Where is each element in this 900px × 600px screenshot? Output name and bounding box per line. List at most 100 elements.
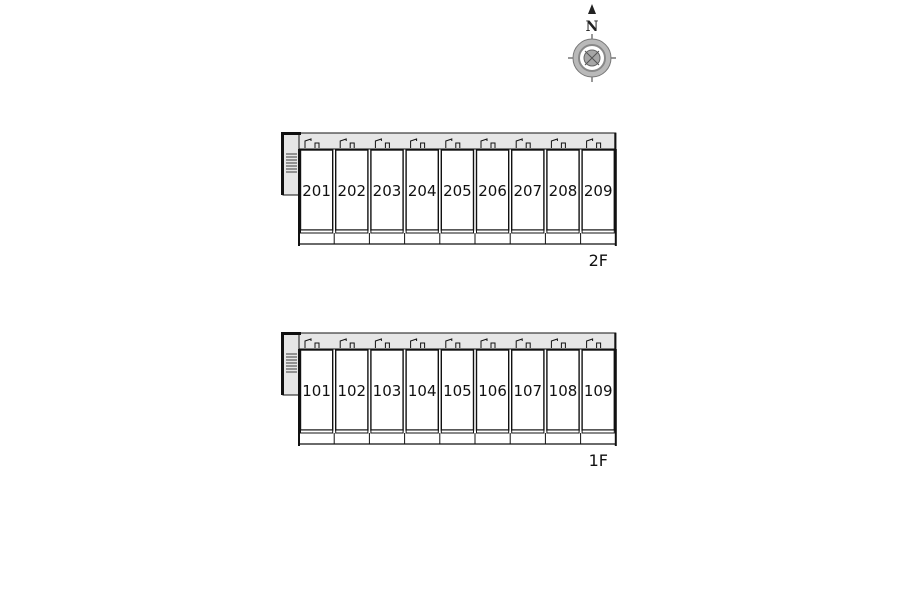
balcony-slab [300,429,334,434]
balcony-slab [440,429,474,434]
door-swing-icon [480,138,488,148]
meter-box-icon [420,142,426,148]
room-unit: 203 [368,138,404,244]
meter-box-icon [314,342,320,348]
balcony-slab [476,229,510,234]
room-number: 102 [337,382,366,400]
meter-box-icon [349,142,355,148]
room-box [335,349,369,431]
room-box [299,149,334,231]
meter-box-icon [525,342,531,348]
room-number: 205 [443,182,472,200]
door-swing-icon [586,338,594,348]
meter-box-icon [490,142,496,148]
door-swing-icon [480,338,488,348]
balcony-slab [335,429,369,434]
door-swing-icon [410,338,418,348]
stair-cap [281,332,301,335]
room-number: 207 [513,182,542,200]
meter-box-icon [314,142,320,148]
balcony-slab [370,229,404,234]
balcony-slab [476,429,510,434]
balcony-slab [300,229,334,234]
room-box [370,149,404,231]
room-number: 106 [478,382,507,400]
room-unit: 108 [544,338,580,444]
door-swing-icon [304,138,312,148]
room-box [299,349,334,431]
north-arrow-icon [588,4,596,14]
room-unit: 204 [404,138,440,244]
room-number: 105 [443,382,472,400]
corridor-end-wall [614,333,617,349]
room-number: 208 [549,182,578,200]
door-swing-icon [515,138,523,148]
room-number: 101 [302,382,331,400]
door-swing-icon [586,138,594,148]
stair-cap [281,132,301,135]
room-number: 109 [584,382,613,400]
door-swing-icon [550,338,558,348]
balcony-slab [370,429,404,434]
stair-wall [281,335,284,395]
room-box [405,149,440,231]
balcony-slab [440,229,474,234]
room-unit: 101 [299,338,334,434]
block-right-wall [614,149,617,246]
room-number: 203 [373,182,402,200]
meter-box-icon [596,342,602,348]
meter-box-icon [596,142,602,148]
door-swing-icon [339,138,347,148]
meter-box-icon [525,142,531,148]
balcony-slab [511,429,545,434]
room-unit: 104 [404,338,440,444]
floor-label: 2F [589,251,608,270]
meter-box-icon [560,342,566,348]
block-right-wall [614,349,617,446]
room-unit: 106 [474,338,510,444]
balcony-slab [511,229,545,234]
compass-north-label: N [586,19,599,35]
room-number: 204 [408,182,437,200]
room-box [335,149,369,231]
door-swing-icon [445,338,453,348]
meter-box-icon [384,342,390,348]
room-box [440,149,475,231]
room-unit: 208 [544,138,580,244]
room-number: 108 [549,382,578,400]
stairwell [282,332,300,396]
balcony-slab [546,429,580,434]
door-swing-icon [445,138,453,148]
room-unit: 103 [368,338,404,444]
block-left-wall [298,149,300,246]
room-number: 209 [584,182,613,200]
stairwell [282,132,300,196]
room-unit: 205 [439,138,475,244]
room-unit: 207 [509,138,545,244]
meter-box-icon [349,342,355,348]
room-unit: 202 [333,138,369,244]
door-swing-icon [339,338,347,348]
balcony-slab [581,429,615,434]
room-number: 107 [513,382,542,400]
compass-diagonal-marks [584,50,600,66]
balcony-slab [405,229,439,234]
balcony-slab [405,429,439,434]
corridor-end-wall [614,133,617,149]
room-number: 206 [478,182,507,200]
room-unit: 105 [439,338,475,444]
room-unit: 102 [333,338,369,444]
door-swing-icon [515,338,523,348]
room-number: 103 [373,382,402,400]
room-unit: 109 [580,338,615,444]
meter-box-icon [455,142,461,148]
room-box [581,349,615,431]
compass-rose-icon: N [568,4,616,82]
meter-box-icon [420,342,426,348]
door-swing-icon [374,138,382,148]
balcony-slab [546,229,580,234]
room-number: 202 [337,182,366,200]
